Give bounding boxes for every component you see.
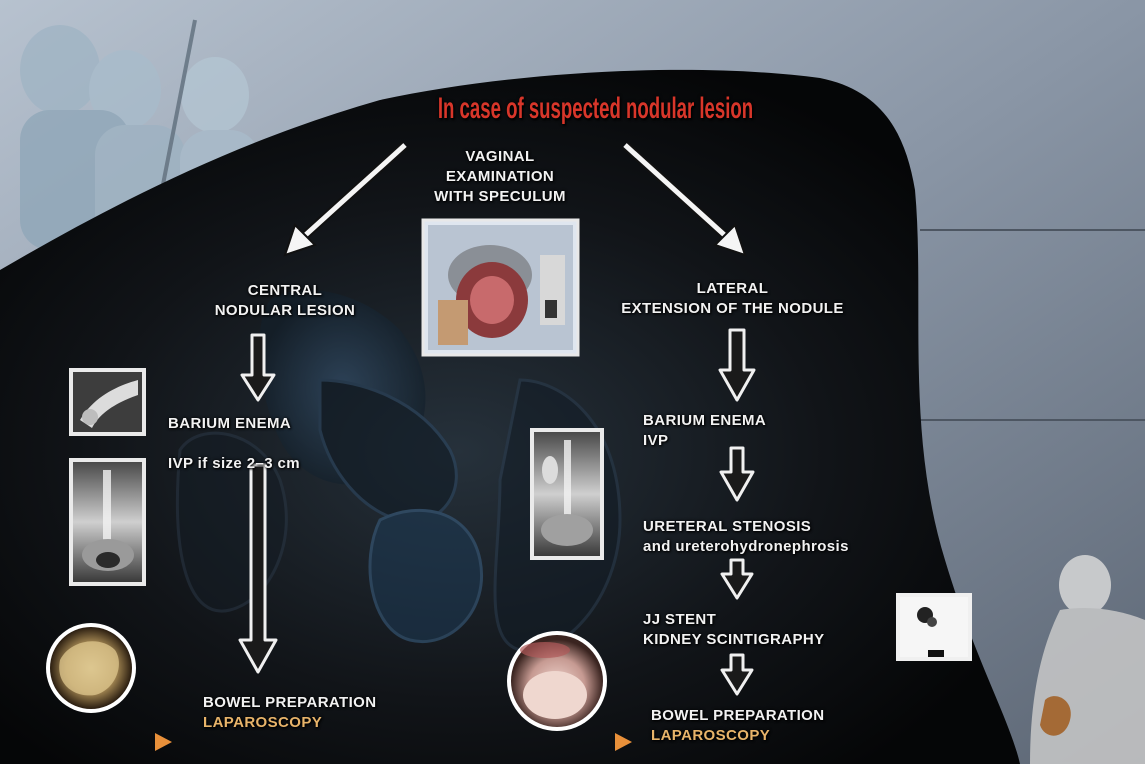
scintigraphy-thumb (896, 593, 972, 661)
vaginal-exam-label: VAGINAL EXAMINATION WITH SPECULUM (420, 147, 580, 207)
laparoscopy-image-right (507, 631, 607, 731)
ureteral-stenosis-label: URETERAL STENOSIS and ureterohydronephro… (643, 517, 849, 557)
jj-stent-label: JJ STENT KIDNEY SCINTIGRAPHY (643, 610, 825, 650)
left-ivp-size: IVP if size 2–3 cm (168, 454, 300, 474)
exam-line-3: WITH SPECULUM (420, 187, 580, 207)
right-laparoscopy: LAPAROSCOPY (651, 726, 824, 746)
diagram-title: In case of suspected nodular lesion (241, 92, 951, 126)
lateral-extension-label: LATERAL EXTENSION OF THE NODULE (590, 279, 875, 319)
stent-line-1: JJ STENT (643, 610, 825, 630)
xray-thumb-2 (69, 458, 146, 586)
laparoscopy-image-left (46, 623, 136, 713)
central-line-2: NODULAR LESION (205, 301, 365, 321)
stenosis-line-2: and ureterohydronephrosis (643, 537, 849, 557)
stent-line-2: KIDNEY SCINTIGRAPHY (643, 630, 825, 650)
right-barium-ivp: BARIUM ENEMA IVP (643, 411, 766, 451)
left-laparoscopy: LAPAROSCOPY (203, 713, 376, 733)
lateral-line-1: LATERAL (590, 279, 875, 299)
left-barium-enema: BARIUM ENEMA (168, 414, 291, 434)
exam-line-2: EXAMINATION (420, 167, 580, 187)
stenosis-line-1: URETERAL STENOSIS (643, 517, 849, 537)
left-bowel-text: BOWEL PREPARATION (203, 694, 376, 711)
right-ivp-line: IVP (643, 431, 766, 451)
xray-thumb-1 (69, 368, 146, 436)
central-lesion-label: CENTRAL NODULAR LESION (205, 281, 365, 321)
left-bowel-prep: BOWEL PREPARATION LAPAROSCOPY (203, 693, 376, 733)
lateral-line-2: EXTENSION OF THE NODULE (590, 299, 875, 319)
xray-thumb-3 (530, 428, 604, 560)
right-barium-line: BARIUM ENEMA (643, 411, 766, 431)
exam-line-1: VAGINAL (420, 147, 580, 167)
central-line-1: CENTRAL (205, 281, 365, 301)
right-bowel-prep: BOWEL PREPARATION LAPAROSCOPY (651, 706, 824, 746)
speculum-photo (423, 220, 578, 355)
right-bowel-text: BOWEL PREPARATION (651, 707, 824, 724)
